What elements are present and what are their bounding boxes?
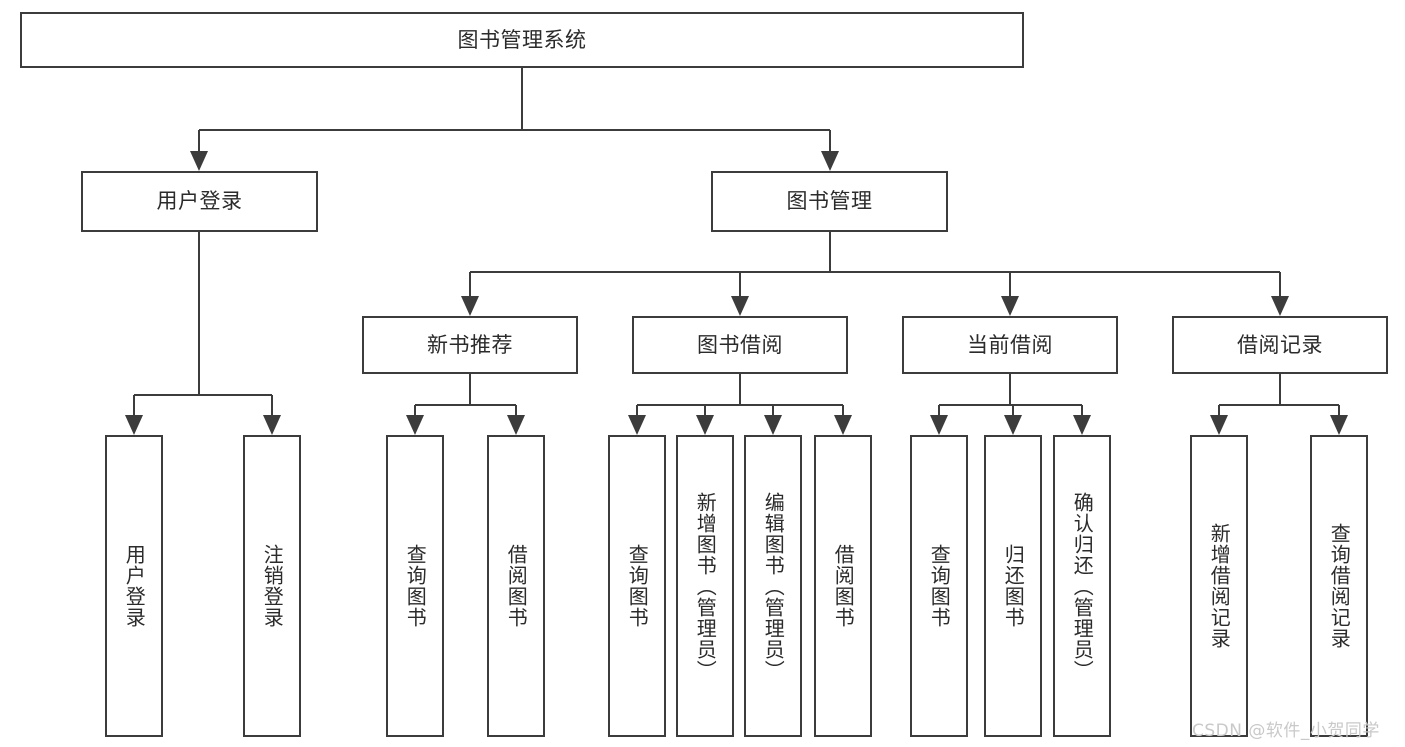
node-leaf-query-book-3[interactable]: 查询图书 <box>910 435 968 737</box>
arrowhead-icon <box>930 415 948 435</box>
node-label: 用户登录 <box>122 544 147 628</box>
arrowhead-icon <box>406 415 424 435</box>
node-label: 借阅记录 <box>1237 332 1323 357</box>
arrowhead-icon <box>1210 415 1228 435</box>
arrowhead-icon <box>821 151 839 171</box>
node-leaf-query-book-2[interactable]: 查询图书 <box>608 435 666 737</box>
node-leaf-query-book-1[interactable]: 查询图书 <box>386 435 444 737</box>
node-leaf-add-record[interactable]: 新增借阅记录 <box>1190 435 1248 737</box>
node-label: 确认归还（管理员） <box>1070 491 1095 681</box>
node-leaf-add-book[interactable]: 新增图书（管理员） <box>676 435 734 737</box>
arrowhead-icon <box>1004 415 1022 435</box>
node-label: 查询图书 <box>927 544 952 628</box>
node-label: 注销登录 <box>260 544 285 628</box>
arrowhead-icon <box>190 151 208 171</box>
arrowhead-icon <box>461 296 479 316</box>
node-leaf-query-record[interactable]: 查询借阅记录 <box>1310 435 1368 737</box>
arrowhead-icon <box>125 415 143 435</box>
node-current-borrow[interactable]: 当前借阅 <box>902 316 1118 374</box>
node-leaf-return-book[interactable]: 归还图书 <box>984 435 1042 737</box>
arrowhead-icon <box>1073 415 1091 435</box>
node-new-book-rec[interactable]: 新书推荐 <box>362 316 578 374</box>
csdn-watermark: CSDN @软件_小贺同学 <box>1192 721 1380 741</box>
node-label: 图书借阅 <box>697 332 783 357</box>
node-label: 新增借阅记录 <box>1207 523 1232 649</box>
node-leaf-user-login[interactable]: 用户登录 <box>105 435 163 737</box>
node-label: 用户登录 <box>156 189 243 214</box>
node-label: 归还图书 <box>1001 544 1026 628</box>
arrowhead-icon <box>731 296 749 316</box>
node-leaf-edit-book[interactable]: 编辑图书（管理员） <box>744 435 802 737</box>
node-user-login[interactable]: 用户登录 <box>81 171 318 232</box>
node-book-borrow[interactable]: 图书借阅 <box>632 316 848 374</box>
node-leaf-logout[interactable]: 注销登录 <box>243 435 301 737</box>
arrowhead-icon <box>764 415 782 435</box>
arrowhead-icon <box>1271 296 1289 316</box>
node-label: 查询图书 <box>625 544 650 628</box>
arrowhead-icon <box>628 415 646 435</box>
node-label: 查询图书 <box>403 544 428 628</box>
arrowhead-icon <box>507 415 525 435</box>
node-label: 借阅图书 <box>504 544 529 628</box>
arrowhead-icon <box>263 415 281 435</box>
node-leaf-borrow-book-1[interactable]: 借阅图书 <box>487 435 545 737</box>
node-label: 当前借阅 <box>967 332 1053 357</box>
node-leaf-confirm-return[interactable]: 确认归还（管理员） <box>1053 435 1111 737</box>
node-label: 新增图书（管理员） <box>693 491 718 681</box>
node-label: 图书管理 <box>786 189 873 214</box>
arrowhead-icon <box>696 415 714 435</box>
node-book-manage[interactable]: 图书管理 <box>711 171 948 232</box>
node-leaf-borrow-book-2[interactable]: 借阅图书 <box>814 435 872 737</box>
arrowhead-icon <box>1001 296 1019 316</box>
node-label: 新书推荐 <box>427 332 513 357</box>
node-borrow-record[interactable]: 借阅记录 <box>1172 316 1388 374</box>
arrowhead-icon <box>834 415 852 435</box>
node-label: 编辑图书（管理员） <box>761 491 786 681</box>
arrowhead-icon <box>1330 415 1348 435</box>
node-label: 借阅图书 <box>831 544 856 628</box>
node-label: 查询借阅记录 <box>1327 523 1352 649</box>
node-label: 图书管理系统 <box>457 27 587 52</box>
node-root[interactable]: 图书管理系统 <box>20 12 1024 68</box>
